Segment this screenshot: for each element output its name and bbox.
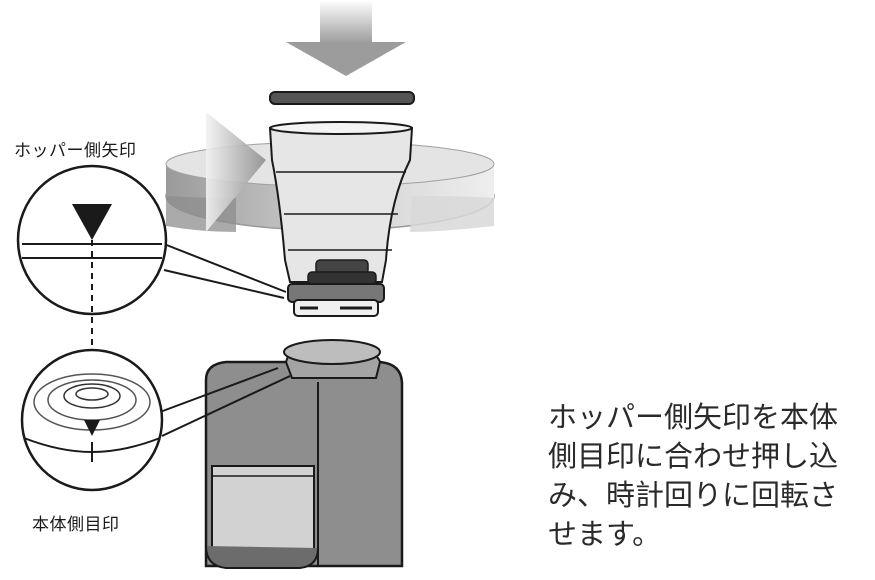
grinder-body	[204, 339, 404, 569]
body-marker-label: 本体側目印	[32, 515, 120, 535]
instruction-line: せます。	[548, 517, 662, 551]
rotation-arrow-icon	[166, 112, 494, 232]
instruction-line: ホッパー側矢印を本体	[548, 400, 839, 434]
hopper-triangle-icon	[72, 204, 112, 240]
hopper-marker-label: ホッパー側矢印	[14, 141, 137, 161]
hopper	[268, 121, 414, 317]
instruction-line: み、時計回りに回転さ	[548, 478, 839, 512]
body-marker-magnifier	[20, 348, 291, 492]
instruction-line: 側目印に合わせ押し込	[548, 439, 839, 473]
down-arrow-icon	[286, 0, 406, 76]
body-triangle-icon	[84, 420, 100, 436]
hopper-lid	[269, 91, 415, 105]
instruction-text: ホッパー側矢印を本体 側目印に合わせ押し込 み、時計回りに回転さ せます。	[548, 398, 868, 554]
